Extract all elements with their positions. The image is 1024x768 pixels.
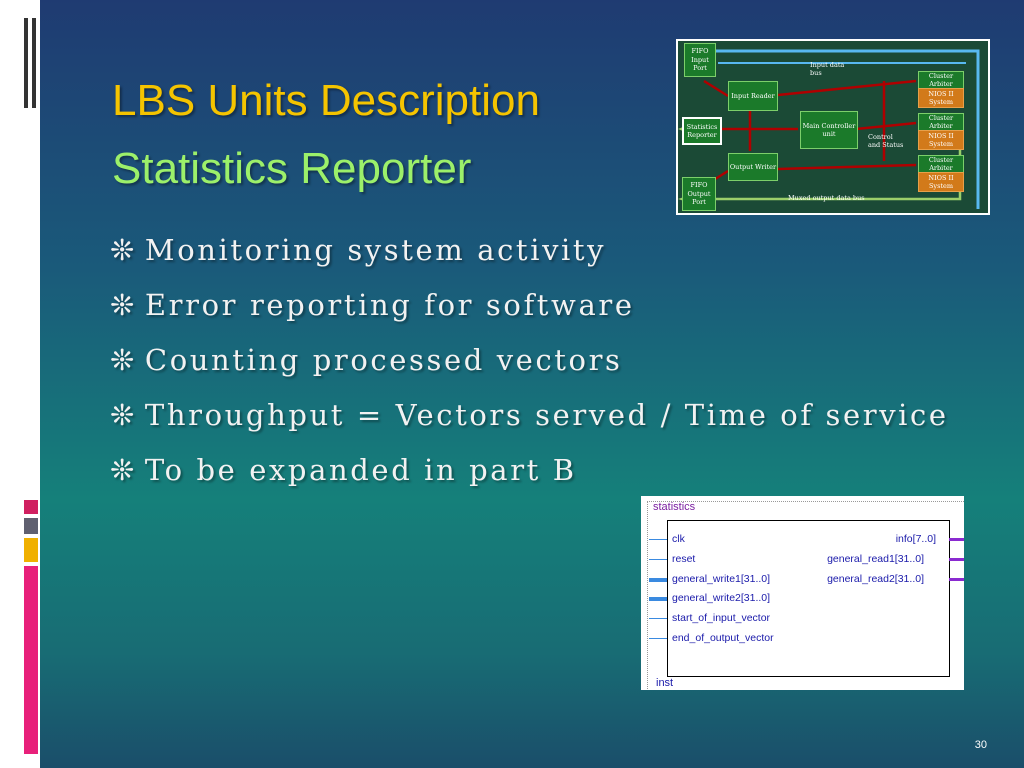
bullet-item: ❊Throughput = Vectors served / Time of s… [110,395,949,450]
fifo-output-port-node: FIFO Output Port [682,177,716,211]
decor-bar-pink-2 [24,566,38,754]
output-bus-pin [949,538,964,541]
nios-system-3: NIOS II System [918,172,964,192]
block-name-label: statistics [653,501,696,513]
input-pin [649,539,667,540]
statistics-block-symbol: statistics clk reset general_write1[31..… [641,496,964,690]
fifo-input-port-node: FIFO Input Port [684,43,716,77]
slide-subtitle: Statistics Reporter [112,144,472,193]
decor-bar-top [24,0,38,108]
bullet-item: ❊Counting processed vectors [110,340,949,395]
page-number: 30 [974,739,987,751]
cluster-arbiter-3: Cluster Arbiter [918,155,964,173]
decor-bar-yellow [24,538,38,562]
bullet-star-icon: ❊ [110,343,137,377]
input-port-label: reset [672,553,696,565]
input-bus-pin [649,597,667,601]
bullet-text: To be expanded in part B [144,453,577,487]
input-pin [649,638,667,639]
bullet-star-icon: ❊ [110,288,137,322]
output-bus-pin [949,558,964,561]
architecture-diagram: FIFO Input Port Input Reader Statistics … [676,39,990,215]
bullet-item: ❊To be expanded in part B [110,450,949,505]
input-pin [649,618,667,619]
decor-bar-gray [24,518,38,534]
nios-system-2: NIOS II System [918,130,964,150]
input-reader-node: Input Reader [728,81,778,111]
block-body [667,520,950,677]
input-port-label: clk [672,533,685,545]
input-bus-pin [649,578,667,582]
block-border [647,501,964,502]
input-port-label: general_write2[31..0] [672,592,771,604]
nios-system-1: NIOS II System [918,88,964,108]
bullet-list: ❊Monitoring system activity ❊Error repor… [110,230,949,505]
bullet-star-icon: ❊ [110,453,137,487]
block-border-left [647,501,648,689]
cluster-arbiter-2: Cluster Arbiter [918,113,964,131]
decor-bar-pink-1 [24,500,38,514]
input-data-bus-label: Input data bus [810,61,845,77]
output-bus-pin [949,578,964,581]
bullet-item: ❊Monitoring system activity [110,230,949,285]
main-controller-node: Main Controller unit [800,111,858,149]
bullet-text: Throughput = Vectors served / Time of se… [144,398,949,432]
instance-label: inst [656,677,674,689]
output-port-label: info[7..0] [895,533,936,545]
cluster-arbiter-1: Cluster Arbiter [918,71,964,89]
output-port-label: general_read1[31..0] [827,553,924,565]
statistics-reporter-node: Statistics Reporter [682,117,722,145]
bullet-text: Counting processed vectors [144,343,623,377]
input-port-label: start_of_input_vector [672,612,771,624]
output-port-label: general_read2[31..0] [827,573,924,585]
input-pin [649,559,667,560]
bullet-star-icon: ❊ [110,233,137,267]
bullet-text: Error reporting for software [144,288,635,322]
bullet-text: Monitoring system activity [144,233,607,267]
bullet-star-icon: ❊ [110,398,137,432]
input-port-label: end_of_output_vector [672,632,774,644]
slide-title: LBS Units Description [112,76,540,125]
control-status-label: Control and Status [868,133,904,149]
output-writer-node: Output Writer [728,153,778,181]
input-port-label: general_write1[31..0] [672,573,771,585]
diagram-connections [678,49,980,209]
bullet-item: ❊Error reporting for software [110,285,949,340]
muxed-output-bus-label: Muxed output data bus [788,194,865,202]
